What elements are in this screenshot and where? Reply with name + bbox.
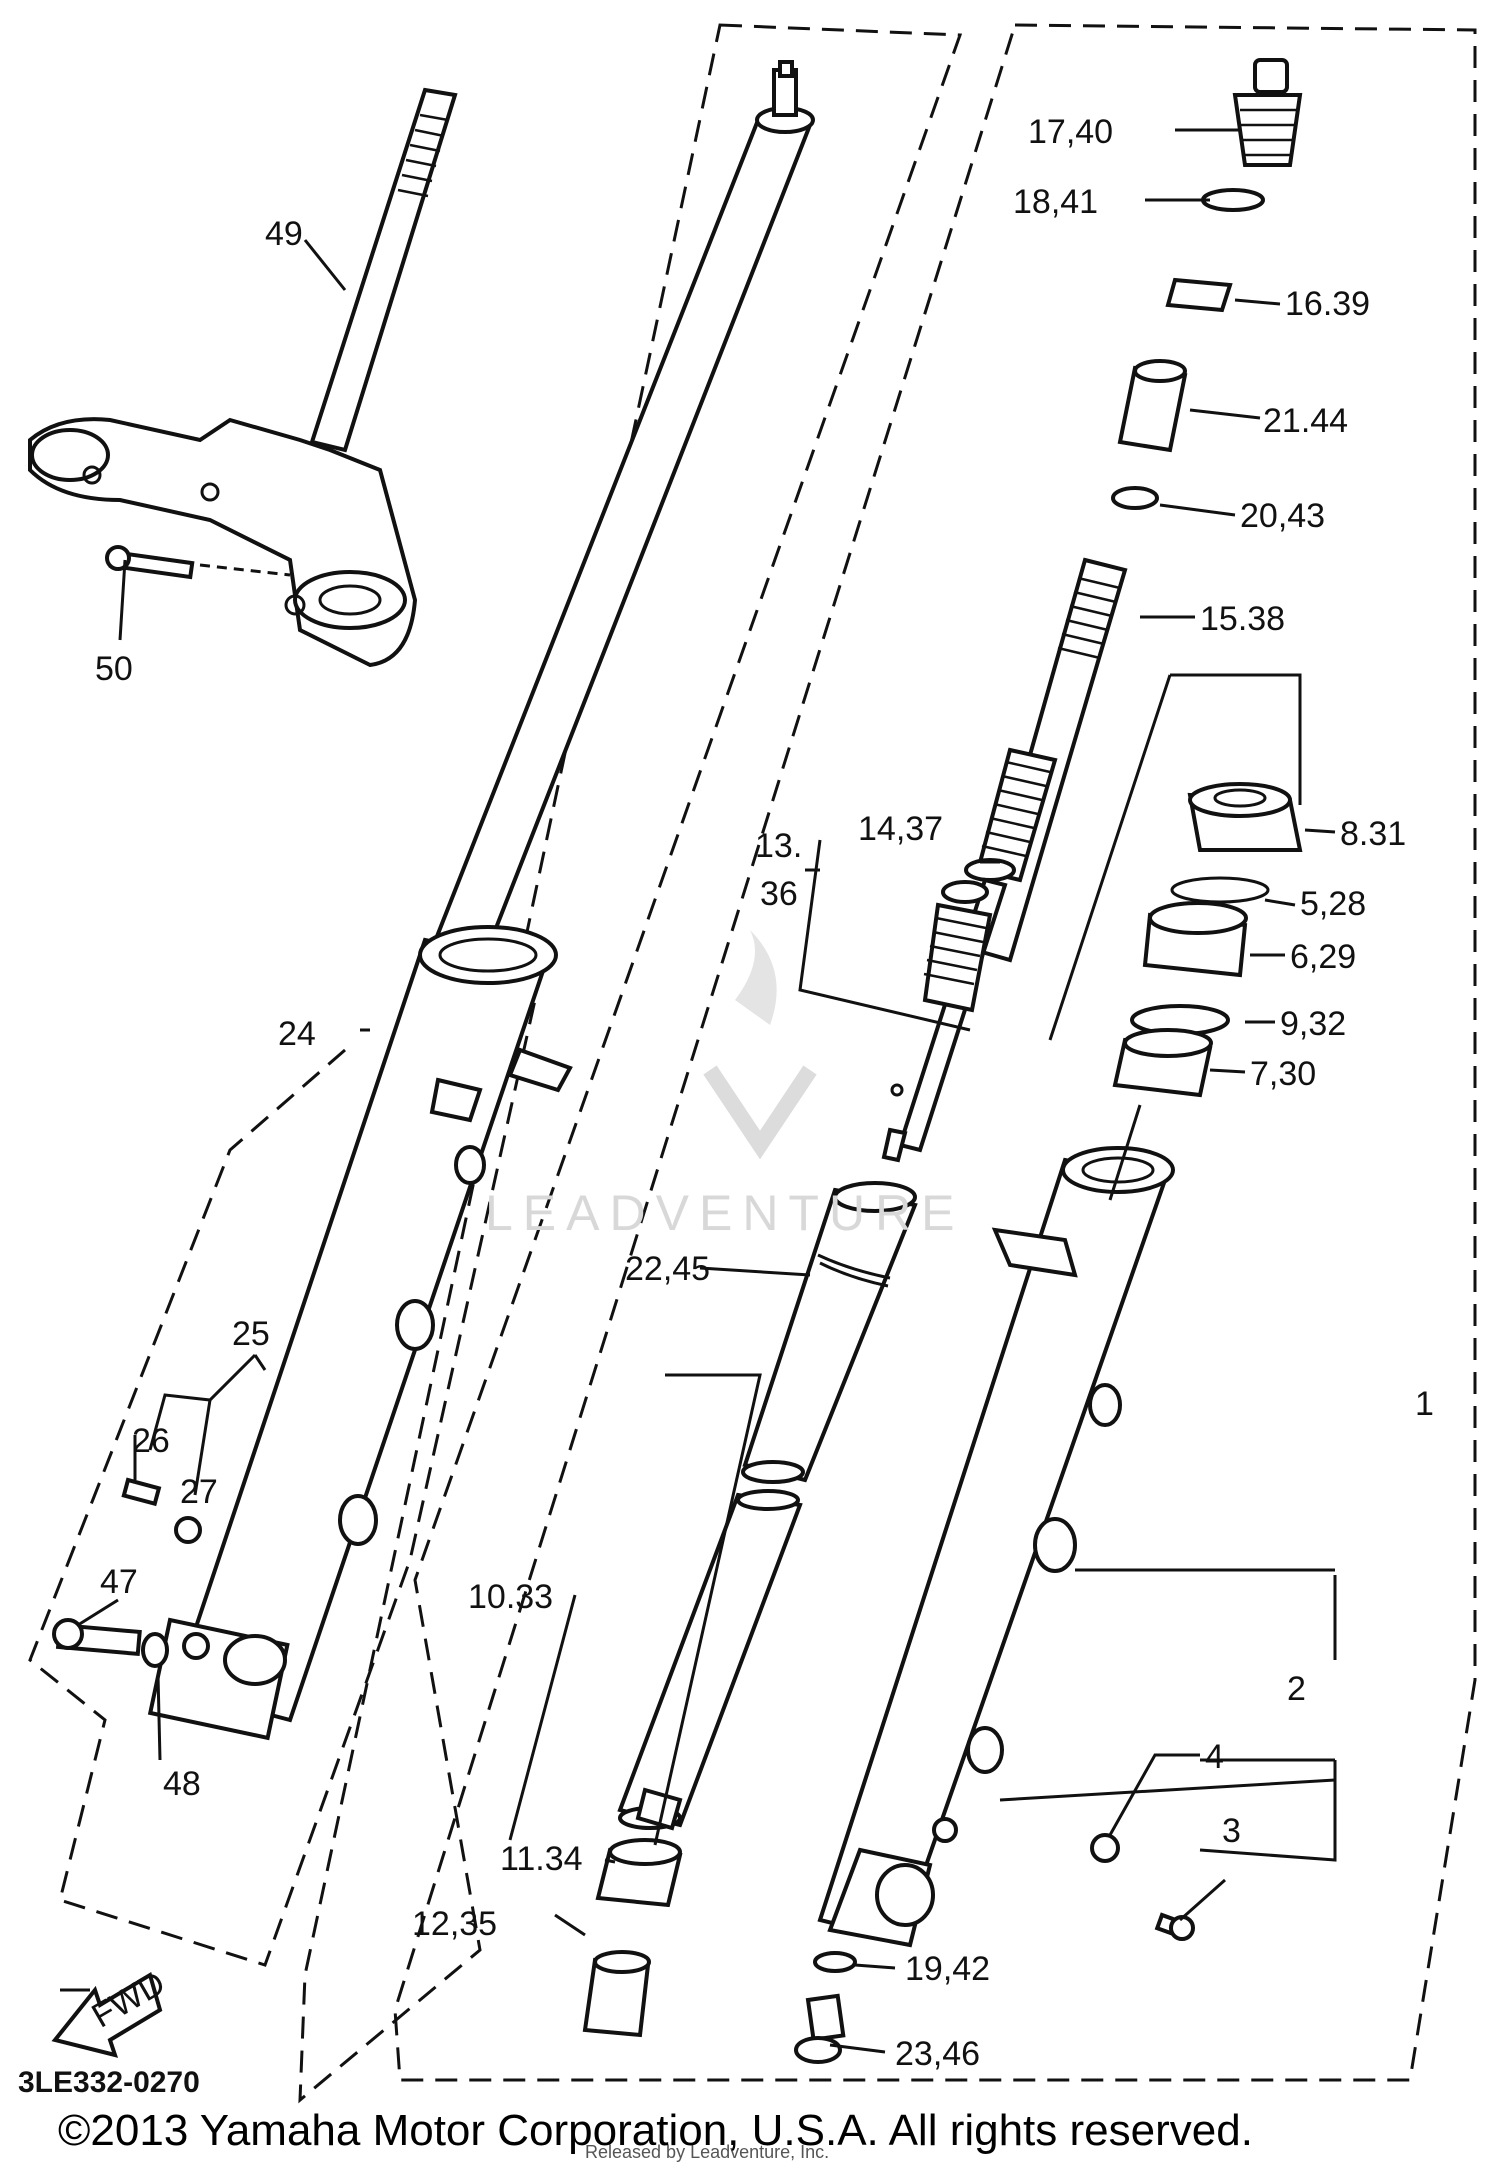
callout-47: 47 (100, 1563, 138, 1601)
watermark-text: LEADVENTURE (485, 1185, 965, 1241)
callout-7-30: 7,30 (1250, 1055, 1316, 1093)
bushings (582, 1838, 683, 2038)
callout-10-33: 10.33 (468, 1578, 553, 1616)
fork-spring-assembly (617, 1181, 918, 1831)
callout-25: 25 (232, 1315, 270, 1353)
callout-48: 48 (163, 1765, 201, 1803)
leader-lines (60, 128, 1337, 2054)
seal-stack (1112, 782, 1303, 1098)
callout-4: 4 (1205, 1738, 1224, 1776)
damper-rod-assembly (881, 557, 1128, 1163)
copyright-notice: ©2013 Yamaha Motor Corporation, U.S.A. A… (58, 2106, 1253, 2155)
group-boundary-outer-tube (393, 23, 1477, 2082)
callout-21-44: 21.44 (1263, 402, 1348, 440)
callout-12-35: 12,35 (412, 1905, 497, 1943)
callout-5-28: 5,28 (1300, 885, 1366, 923)
callout-20-43: 20,43 (1240, 497, 1325, 535)
callout-14-37: 14,37 (858, 810, 943, 848)
callout-49: 49 (265, 215, 303, 253)
watermark-logo: LEADVENTURE (485, 930, 965, 1241)
callout-50: 50 (95, 650, 133, 688)
steering-stem-assembly (28, 87, 458, 668)
callout-17-40: 17,40 (1028, 113, 1113, 151)
callout-labels: 17,40 18,41 16.39 21.44 20,43 15.38 8.31… (95, 113, 1434, 2073)
callout-22-45: 22,45 (625, 1250, 710, 1288)
group-boundary-inner-tube (298, 23, 963, 2104)
callout-24: 24 (278, 1015, 316, 1053)
callout-26: 26 (132, 1422, 170, 1460)
cap-bolt-stack (1111, 58, 1303, 510)
fwd-arrow-icon: FWD (51, 1964, 172, 2058)
outer-tube-left (147, 925, 573, 1741)
callout-15-38: 15.38 (1200, 600, 1285, 638)
callout-6-29: 6,29 (1290, 938, 1356, 976)
outer-tube-right (817, 1146, 1175, 1948)
diagram-code: 3LE332-0270 (18, 2066, 200, 2099)
callout-8-31: 8.31 (1340, 815, 1406, 853)
callout-9-32: 9,32 (1280, 1005, 1346, 1043)
group-boundary-left-leg (28, 999, 537, 1967)
callout-1: 1 (1415, 1385, 1434, 1423)
callout-23-46: 23,46 (895, 2035, 980, 2073)
callout-11-34: 11.34 (500, 1840, 583, 1878)
callout-19-42: 19,42 (905, 1950, 990, 1988)
callout-3: 3 (1222, 1812, 1241, 1850)
callout-18-41: 18,41 (1013, 183, 1098, 221)
left-fasteners (52, 1477, 202, 1668)
callout-2: 2 (1287, 1670, 1306, 1708)
callout-16-39: 16.39 (1285, 285, 1370, 323)
callout-27: 27 (180, 1473, 218, 1511)
callout-36: 36 (760, 875, 798, 913)
released-note: Released by Leadventure, Inc. (585, 2142, 829, 2162)
inner-tube-left (407, 60, 815, 1023)
callout-13: 13. (755, 827, 802, 865)
right-fasteners (794, 1833, 1195, 2064)
